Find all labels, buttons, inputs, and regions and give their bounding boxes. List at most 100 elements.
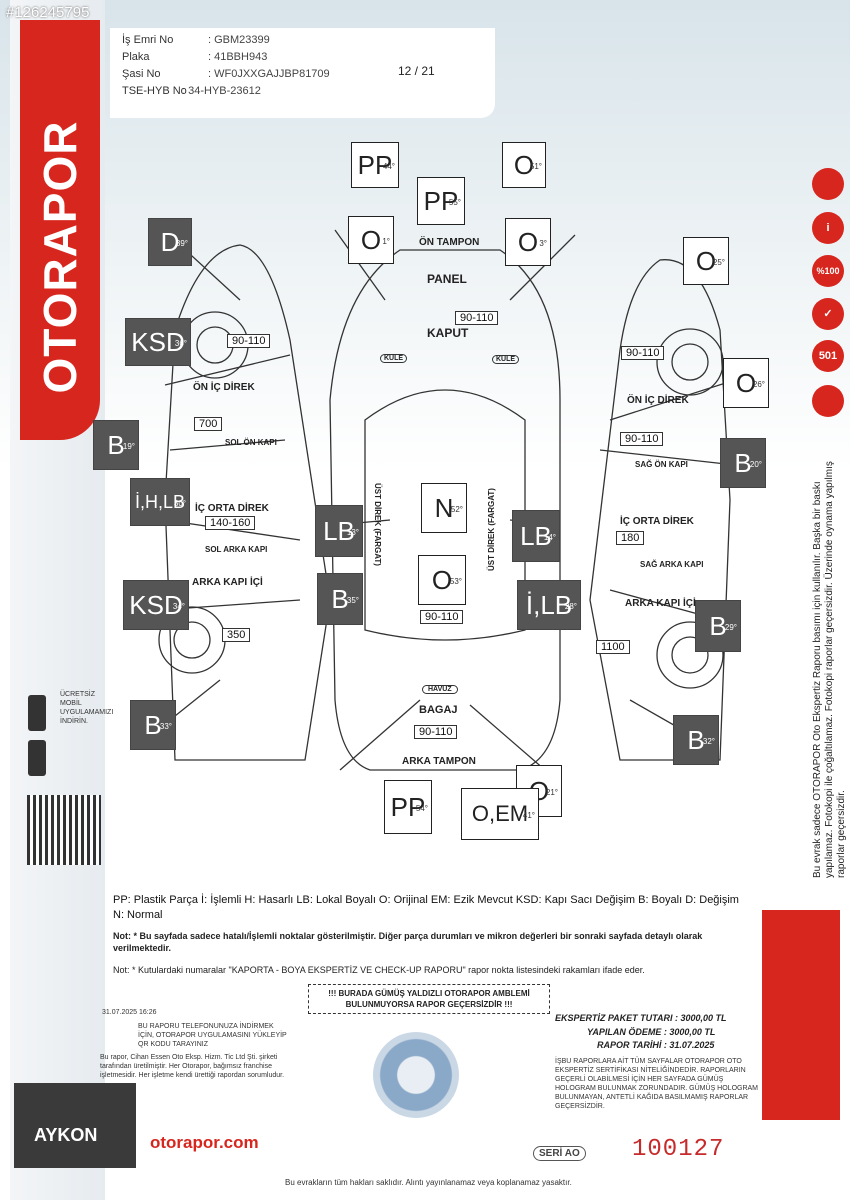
part-label: SAĞ ARKA KAPI: [640, 560, 704, 569]
part-label: İÇ ORTA DİREK: [620, 516, 694, 527]
header-value: : 41BBH943: [208, 51, 268, 63]
brand-band: OTORAPOR: [20, 20, 100, 440]
header-label: Şasi No: [122, 68, 161, 80]
legend: PP: Plastik Parça İ: İşlemli H: Hasarlı …: [113, 894, 739, 921]
check-badge-icon: ✓: [812, 298, 844, 330]
report-date: RAPOR TARİHİ : 31.07.2025: [597, 1040, 715, 1050]
part-label: KULE: [380, 354, 408, 363]
vertical-disclaimer: Bu evrak sadece OTORAPOR Oto Ekspertiz R…: [812, 461, 847, 878]
header-label: İş Emri No: [122, 34, 174, 46]
part-label: ÖN İÇ DİREK: [193, 382, 255, 393]
rights-note: Bu evrakların tüm hakları saklıdır. Alın…: [285, 1178, 572, 1187]
volt-badge-icon: [812, 385, 844, 417]
hologram-warning: !!! BURADA GÜMÜŞ YALDIZLI OTORAPOR AMBLE…: [308, 984, 550, 1014]
thickness-value: 1100: [596, 640, 630, 654]
part-label: ARKA KAPI İÇİ: [625, 598, 696, 609]
percent-badge-icon: %100: [812, 255, 844, 287]
google-play-badge[interactable]: [28, 740, 46, 776]
footer-photo: [14, 1083, 136, 1168]
part-label: HAVUZ: [422, 685, 458, 694]
part-label: ARKA TAMPON: [402, 756, 476, 767]
part-label: PANEL: [427, 272, 467, 286]
header-label: TSE-HYB No: [122, 85, 187, 97]
info-badge-icon: i: [812, 212, 844, 244]
thickness-value: 90-110: [227, 334, 271, 348]
header-value: : WF0JXXGAJJBP81709: [208, 68, 330, 80]
part-label: ÜST DİREK (FARGAT): [486, 488, 496, 571]
paid-amount: YAPILAN ÖDEME : 3000,00 TL: [587, 1027, 716, 1037]
dealer-logo: AYKON: [34, 1125, 98, 1145]
thickness-value: 90-110: [414, 725, 458, 739]
right-red-band: [762, 910, 840, 1120]
app-note: BU RAPORU TELEFONUNUZA İNDİRMEK İÇİN, OT…: [138, 1023, 287, 1048]
certificate-note: İŞBU RAPORLARA AİT TÜM SAYFALAR OTORAPOR…: [555, 1058, 759, 1110]
top-car-outline: [329, 249, 561, 771]
part-label: KULE: [492, 355, 520, 364]
watermark: #126245795: [6, 4, 90, 21]
part-label: KAPUT: [427, 326, 469, 340]
right-front-wheel: [656, 328, 724, 396]
part-label: İÇ ORTA DİREK: [195, 503, 269, 514]
serial-number: 100127: [632, 1136, 725, 1163]
points-badge-icon: 501: [812, 340, 844, 372]
thickness-value: 350: [222, 628, 251, 642]
company-note: Bu rapor, Cihan Essen Oto Eksp. Hizm. Ti…: [100, 1054, 285, 1079]
part-label: ÖN İÇ DİREK: [627, 395, 689, 406]
part-label: SOL ARKA KAPI: [205, 545, 268, 554]
header-value: : 34-HYB-23612: [182, 85, 261, 97]
series-label: SERİ AO: [533, 1146, 586, 1161]
website-link[interactable]: otorapor.com: [150, 1133, 259, 1152]
store-note: ÜCRETSİZ MOBİL UYGULAMAMIZI İNDİRİN.: [60, 690, 113, 726]
app-store-badge[interactable]: [28, 695, 46, 731]
thickness-value: 90-110: [621, 346, 665, 360]
thickness-value: 180: [616, 531, 645, 545]
part-label: ARKA KAPI İÇİ: [192, 577, 263, 588]
header-card: İş Emri No : GBM23399 Plaka : 41BBH943 Ş…: [110, 28, 495, 118]
thickness-value: 700: [194, 417, 223, 431]
quality-badge-icon: [812, 168, 844, 200]
print-date: 31.07.2025 16:26: [102, 1009, 157, 1016]
hologram-seal: [373, 1032, 459, 1118]
qr-code[interactable]: [27, 795, 101, 865]
part-label: ÖN TAMPON: [419, 237, 480, 248]
part-label: SOL ÖN KAPI: [225, 438, 277, 447]
package-price: EKSPERTİZ PAKET TUTARI : 3000,00 TL: [555, 1013, 727, 1023]
part-label: ÜST DİREK (FARGAT): [372, 483, 382, 566]
thickness-value: 90-110: [455, 311, 499, 325]
right-rear-wheel: [656, 621, 724, 689]
thickness-value: 90-110: [420, 610, 464, 624]
car-diagram: [158, 229, 736, 771]
part-label: SAĞ ÖN KAPI: [635, 460, 688, 469]
part-label: BAGAJ: [419, 704, 458, 716]
left-side-car-outline: [164, 244, 331, 761]
thickness-value: 90-110: [620, 432, 664, 446]
page-number: 12 / 21: [398, 64, 435, 78]
note: Not: * Bu sayfada sadece hatalı/İşlemli …: [113, 931, 703, 953]
header-value: : GBM23399: [208, 34, 270, 46]
note: Not: * Kutulardaki numaralar "KAPORTA - …: [113, 965, 645, 975]
